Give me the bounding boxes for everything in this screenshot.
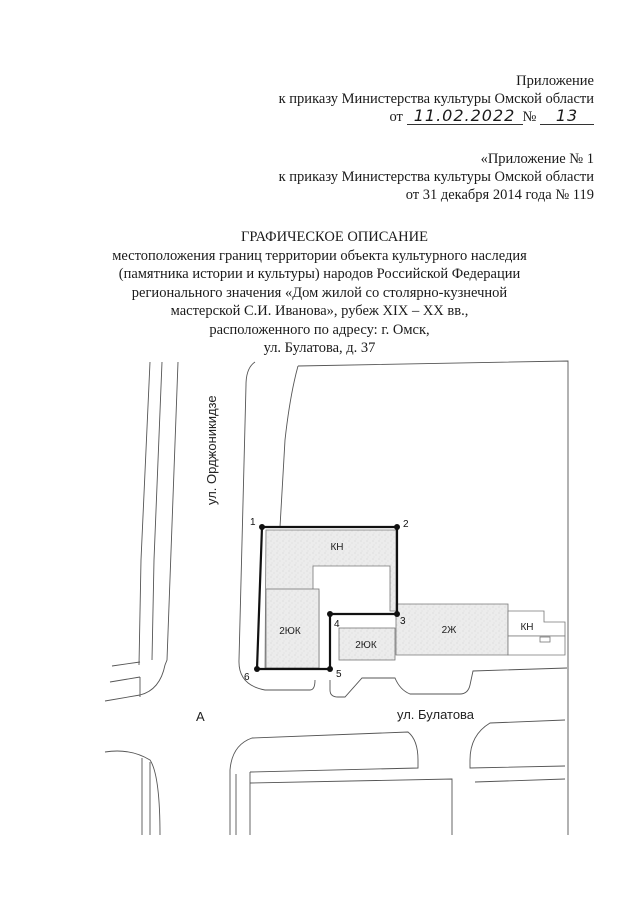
point-label-6: 6: [244, 672, 250, 683]
document-title: ГРАФИЧЕСКОЕ ОПИСАНИЕ местоположения гран…: [0, 228, 639, 358]
title-line: местоположения границ территории объекта…: [112, 247, 527, 264]
street-label-bulatova: ул. Булатова: [397, 707, 475, 722]
point-label-2: 2: [403, 519, 409, 530]
order-reference: к приказу Министерства культуры Омской о…: [278, 91, 594, 107]
building-south-2yuk: [338, 627, 396, 661]
title-line: регионального значения «Дом жилой со сто…: [131, 284, 508, 301]
road-line: [109, 676, 141, 697]
boundary-point-4: [327, 611, 333, 617]
road-line: [111, 661, 141, 667]
point-label-5: 5: [336, 669, 342, 680]
building-label-west: 2ЮК: [279, 626, 301, 637]
point-label-1: 1: [250, 517, 256, 528]
curb-line: [329, 667, 568, 698]
block-outline: [474, 778, 566, 783]
building-east-kn: [507, 610, 566, 637]
road-line: [138, 361, 151, 666]
building-label-east: 2Ж: [442, 625, 458, 636]
parcel-boundary: [297, 360, 569, 835]
road-line: [151, 361, 163, 661]
previous-order-date: от 31 декабря 2014 года № 119: [405, 187, 594, 203]
previous-appendix-label: «Приложение № 1: [480, 151, 594, 167]
title-line: мастерской С.И. Иванова», рубеж XIX – XX…: [170, 303, 469, 319]
block-outline: [235, 772, 251, 835]
building-label-main: КН: [330, 542, 343, 553]
handwritten-number: 13: [540, 108, 594, 125]
boundary-point-1: [259, 524, 265, 530]
boundary-point-6: [254, 666, 260, 672]
point-label-3: 3: [400, 616, 406, 627]
block-outline: [469, 719, 566, 769]
site-plan-map: 1 2 3 4 5 6 КН 2ЮК 2ЮК 2Ж КН ул. Орджони…: [104, 360, 569, 835]
boundary-point-3: [394, 611, 400, 617]
appendix-header: Приложение к приказу Министерства культу…: [279, 72, 594, 126]
curb-line: [238, 361, 316, 691]
marker-a: А: [196, 709, 205, 724]
appendix-label: Приложение: [516, 73, 594, 89]
title-line: расположенного по адресу: г. Омск,: [209, 321, 430, 338]
block-outline: [104, 750, 161, 835]
handwritten-date: 11.02.2022: [406, 108, 523, 125]
building-label-south: 2ЮК: [355, 640, 377, 651]
point-label-4: 4: [334, 619, 340, 630]
street-label-ordzhonikidze: ул. Орджоникидзе: [204, 395, 219, 505]
building-label-east-annex: КН: [520, 622, 533, 633]
block-outline: [229, 731, 419, 835]
road-line: [104, 361, 179, 702]
title-line: (памятника истории и культуры) народов Р…: [118, 266, 521, 282]
block-outline: [249, 778, 453, 835]
parcel-boundary: [279, 365, 299, 528]
building-porch: [539, 636, 551, 643]
previous-order-reference: к приказу Министерства культуры Омской о…: [278, 169, 594, 185]
previous-appendix-header: «Приложение № 1 к приказу Министерства к…: [279, 150, 594, 204]
title-heading: ГРАФИЧЕСКОЕ ОПИСАНИЕ: [241, 229, 428, 245]
date-prefix: от: [389, 109, 403, 125]
number-symbol: №: [522, 109, 537, 125]
title-line: ул. Булатова, д. 37: [263, 340, 376, 356]
building-west-2yuk: [265, 588, 320, 669]
boundary-point-5: [327, 666, 333, 672]
boundary-point-2: [394, 524, 400, 530]
building-east-annex: [507, 635, 566, 656]
